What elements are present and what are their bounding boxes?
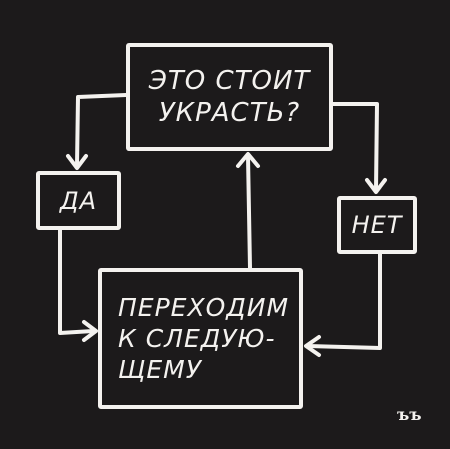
question-box: ЭТО СТОИТ УКРАСТЬ? — [126, 43, 333, 151]
arrow-yes-to-next — [58, 228, 95, 335]
arrowhead-no — [365, 178, 387, 194]
arrowhead-next-right — [304, 335, 321, 357]
yes-box: ДА — [36, 171, 121, 230]
arrow-question-to-no — [331, 102, 379, 192]
arrowhead-question — [236, 152, 260, 168]
arrow-next-to-question — [246, 154, 252, 270]
arrow-question-to-yes — [75, 93, 128, 168]
arrowhead-next-left — [82, 320, 98, 342]
next-line-3: ЩЕМУ — [118, 355, 202, 385]
question-line-2: УКРАСТЬ? — [158, 98, 301, 128]
signature-mark: ъъ — [397, 405, 422, 424]
question-line-1: ЭТО СТОИТ — [148, 65, 311, 96]
arrow-no-to-next — [306, 252, 382, 350]
next-line-1: ПЕРЕХОДИМ — [118, 292, 290, 322]
next-line-2: К СЛЕДУЮ- — [118, 323, 276, 353]
no-box: НЕТ — [337, 196, 417, 254]
arrowhead-yes — [66, 154, 88, 170]
next-box: ПЕРЕХОДИМ К СЛЕДУЮ- ЩЕМУ — [98, 268, 303, 409]
no-label: НЕТ — [351, 211, 403, 239]
yes-label: ДА — [59, 186, 98, 215]
